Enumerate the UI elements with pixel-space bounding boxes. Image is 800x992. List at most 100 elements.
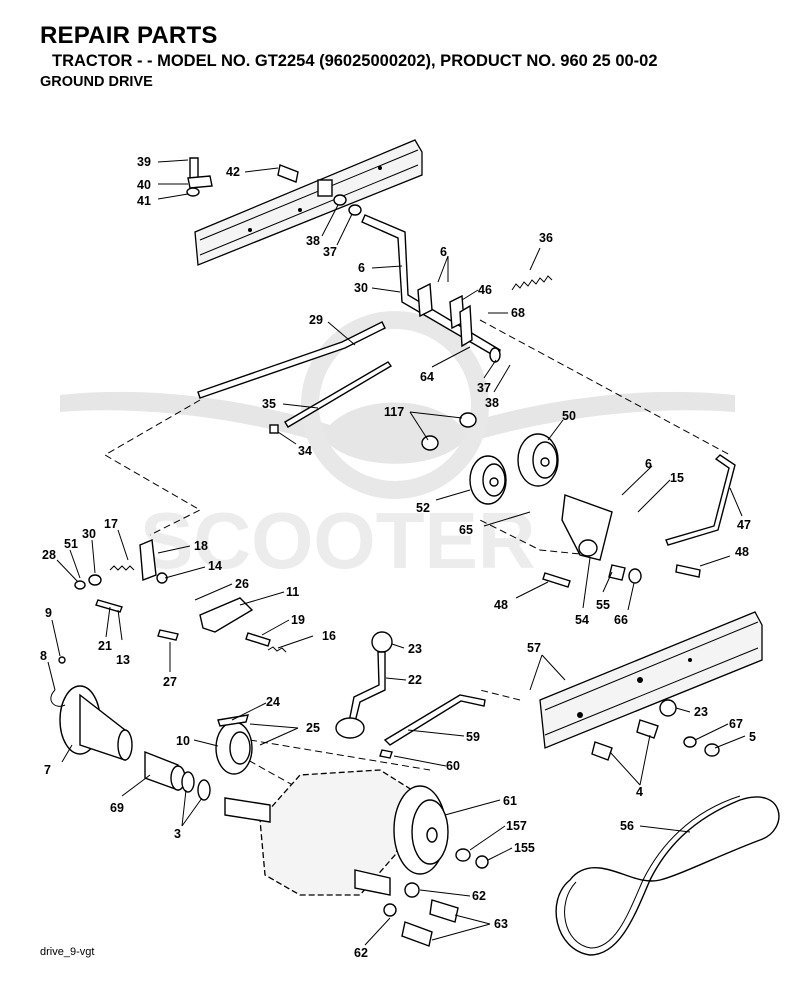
callout-26: 26 (235, 577, 249, 591)
callout-37: 37 (477, 381, 491, 395)
section-title: GROUND DRIVE (40, 74, 153, 90)
callout-30: 30 (354, 281, 368, 295)
callout-47: 47 (737, 518, 751, 532)
drive-belt-56 (555, 795, 780, 956)
callout-64: 64 (420, 370, 434, 384)
transaxle (224, 769, 421, 896)
callout-17: 17 (104, 517, 118, 531)
callout-48: 48 (494, 598, 508, 612)
callout-40: 40 (137, 178, 151, 192)
callout-46: 46 (478, 283, 492, 297)
watermark-text: SCOOTER (140, 496, 536, 585)
callout-54: 54 (575, 613, 589, 627)
callout-4: 4 (636, 785, 643, 799)
drive-pulley-61 (393, 785, 489, 875)
callout-28: 28 (42, 548, 56, 562)
callout-62: 62 (472, 889, 486, 903)
callout-18: 18 (194, 539, 208, 553)
watermark: SCOOTER (60, 311, 735, 585)
callout-22: 22 (408, 673, 422, 687)
callout-24: 24 (266, 695, 280, 709)
axle-hub-7 (50, 656, 133, 761)
brake-linkage-left (74, 538, 287, 653)
callout-34: 34 (298, 444, 312, 458)
spring-part-36 (511, 275, 553, 291)
callout-13: 13 (116, 653, 130, 667)
control-rod-35 (269, 361, 393, 434)
callout-59: 59 (466, 730, 480, 744)
callout-35: 35 (262, 397, 276, 411)
callout-42: 42 (226, 165, 240, 179)
frame-rail-lower (539, 611, 763, 749)
callout-10: 10 (176, 734, 190, 748)
callout-48: 48 (735, 545, 749, 559)
callout-37: 37 (323, 245, 337, 259)
callout-66: 66 (614, 613, 628, 627)
callout-63: 63 (494, 917, 508, 931)
callout-38: 38 (306, 234, 320, 248)
callout-8: 8 (40, 649, 47, 663)
shift-lever-22 (335, 631, 393, 739)
callout-41: 41 (137, 194, 151, 208)
callout-14: 14 (208, 559, 222, 573)
rod-47 (665, 454, 736, 546)
callout-56: 56 (620, 819, 634, 833)
callout-52: 52 (416, 501, 430, 515)
callout-11: 11 (286, 585, 299, 599)
callout-69: 69 (110, 801, 124, 815)
callout-51: 51 (64, 537, 78, 551)
callout-6: 6 (358, 261, 365, 275)
callout-61: 61 (503, 794, 517, 808)
idler-pulley-52 (469, 455, 507, 505)
callout-23: 23 (694, 705, 708, 719)
control-rod-29 (197, 321, 386, 399)
frame-rail-upper (194, 139, 423, 266)
idler-bracket-54 (561, 494, 613, 561)
reference-lines (104, 319, 731, 846)
callout-19: 19 (291, 613, 305, 627)
callout-6: 6 (440, 245, 447, 259)
callout-155: 155 (514, 841, 535, 855)
callout-30: 30 (82, 527, 96, 541)
callout-23: 23 (408, 642, 422, 656)
pivot-shaft (361, 214, 501, 363)
rod-59 (379, 694, 486, 759)
callout-29: 29 (309, 313, 323, 327)
callout-7: 7 (44, 763, 51, 777)
callout-57: 57 (527, 641, 541, 655)
callout-16: 16 (322, 629, 336, 643)
callout-65: 65 (459, 523, 473, 537)
callout-68: 68 (511, 306, 525, 320)
callout-50: 50 (562, 409, 576, 423)
callout-55: 55 (596, 598, 610, 612)
callout-27: 27 (163, 675, 177, 689)
callout-25: 25 (306, 721, 320, 735)
callout-3: 3 (174, 827, 181, 841)
callout-36: 36 (539, 231, 553, 245)
bolts-48 (542, 564, 701, 588)
callout-9: 9 (45, 606, 52, 620)
callout-5: 5 (749, 730, 756, 744)
callout-62: 62 (354, 946, 368, 960)
callout-labels: 39 40 41 42 38 37 36 6 6 30 46 68 29 64 … (40, 155, 756, 960)
callout-117: 117 (384, 405, 404, 419)
washers-117 (421, 412, 477, 451)
spacer-69 (144, 750, 211, 801)
model-subtitle: TRACTOR - - MODEL NO. GT2254 (9602500020… (52, 52, 658, 70)
leader-lines (47, 159, 746, 946)
callout-67: 67 (729, 717, 743, 731)
idler-pulley-50 (517, 433, 559, 487)
drawing-code: drive_9-vgt (40, 946, 95, 958)
bolts-63 (383, 882, 459, 947)
fan-pulley-10 (215, 714, 253, 775)
callout-21: 21 (98, 639, 112, 653)
callout-39: 39 (137, 155, 151, 169)
parts-39-40-41-42 (186, 157, 362, 216)
callout-38: 38 (485, 396, 499, 410)
callout-157: 157 (506, 819, 527, 833)
callout-60: 60 (446, 759, 460, 773)
callout-6: 6 (645, 457, 652, 471)
page-title: REPAIR PARTS (40, 22, 218, 49)
callout-15: 15 (670, 471, 684, 485)
